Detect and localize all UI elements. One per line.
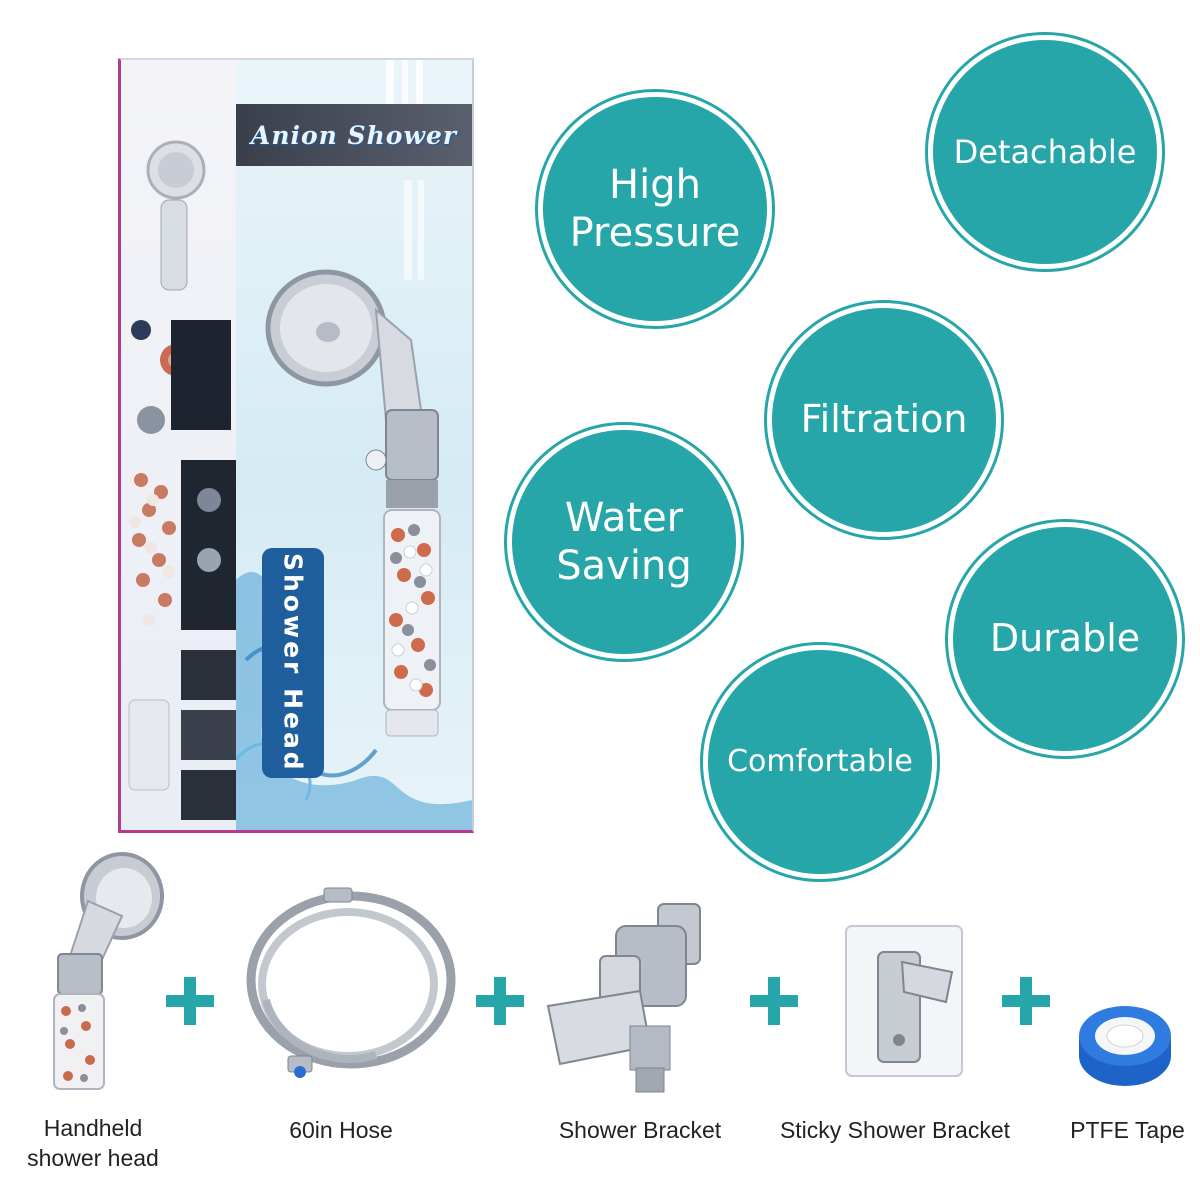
sticky-bracket-icon	[845, 925, 963, 1077]
feature-water-saving: Water Saving	[512, 430, 736, 654]
component-handheld-shower-head: Handheld shower head	[27, 846, 180, 1186]
feature-label: Comfortable	[727, 744, 913, 779]
feature-label: High Pressure	[569, 162, 741, 256]
feature-label: Durable	[989, 616, 1141, 661]
box-front-panel	[236, 58, 474, 833]
plus-icon	[1002, 977, 1050, 1025]
feature-high-pressure: High Pressure	[543, 97, 767, 321]
shower-head-icon	[53, 852, 164, 1090]
box-vertical-label: Shower Head	[278, 553, 308, 773]
tape-icon	[1079, 1006, 1171, 1086]
box-front-graphics	[236, 60, 472, 830]
component-hose: 60in Hose	[236, 880, 466, 1170]
box-side-panel	[118, 58, 239, 833]
feature-detachable: Detachable	[933, 40, 1157, 264]
component-caption: Shower Bracket	[558, 1117, 722, 1143]
feature-durable: Durable	[953, 527, 1177, 751]
plus-icon	[750, 977, 798, 1025]
box-vertical-label-background	[262, 548, 324, 778]
box-title-banner	[236, 104, 472, 166]
feature-label: Water Saving	[556, 495, 692, 589]
component-shower-bracket: Shower Bracket	[540, 896, 740, 1166]
plus-icon	[166, 977, 214, 1025]
component-sticky-shower-bracket: Sticky Shower Bracket	[770, 920, 1030, 1170]
bracket-icon	[546, 903, 701, 1093]
hose-icon	[246, 887, 456, 1078]
feature-label: Detachable	[953, 132, 1137, 171]
component-caption: Handheld shower head	[27, 1115, 159, 1171]
feature-label: Filtration	[800, 397, 968, 442]
component-ptfe-tape: PTFE Tape	[1060, 1000, 1195, 1170]
component-caption: Sticky Shower Bracket	[779, 1117, 1011, 1143]
component-caption: 60in Hose	[289, 1117, 393, 1143]
box-side-graphics	[128, 140, 239, 820]
plus-icon	[476, 977, 524, 1025]
component-caption: PTFE Tape	[1070, 1117, 1185, 1143]
feature-comfortable: Comfortable	[708, 650, 932, 874]
feature-filtration: Filtration	[772, 308, 996, 532]
box-title: Anion Shower	[250, 120, 458, 150]
